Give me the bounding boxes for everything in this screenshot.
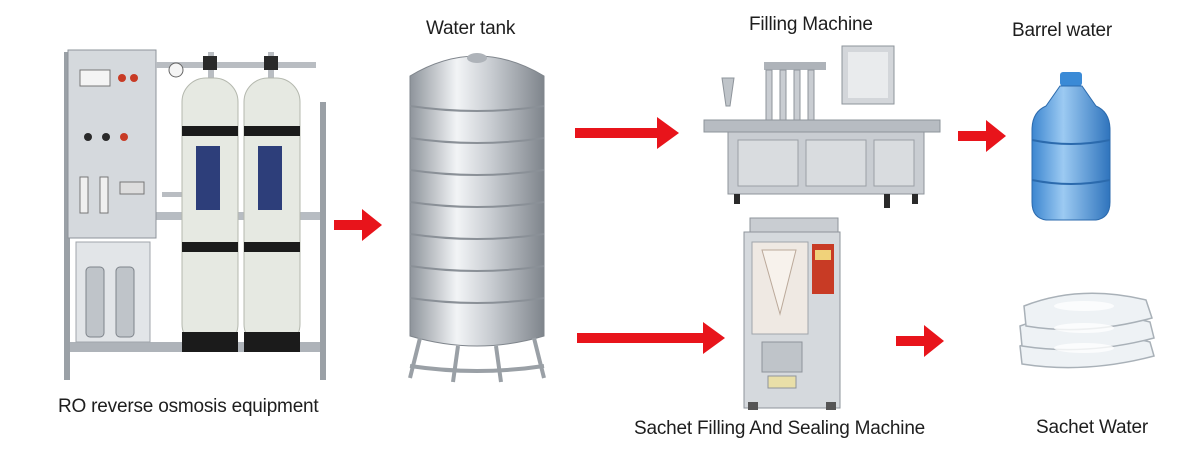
- water-barrel-icon: [1030, 70, 1112, 222]
- water-tank-icon: [398, 46, 556, 386]
- red-arrow-icon: [896, 323, 946, 359]
- red-arrow-icon: [577, 320, 727, 356]
- ro-equipment-label: RO reverse osmosis equipment: [58, 396, 319, 417]
- sachet-machine-label: Sachet Filling And Sealing Machine: [634, 418, 926, 439]
- red-arrow-icon: [334, 207, 384, 243]
- sachet-water-label: Sachet Water: [1036, 417, 1148, 438]
- red-arrow-icon: [575, 115, 681, 151]
- barrel-water-label: Barrel water: [1012, 20, 1113, 41]
- sachet-machine-icon: [734, 214, 846, 410]
- ro-equipment-icon: [58, 42, 330, 382]
- red-arrow-icon: [958, 118, 1008, 154]
- filling-machine-label: Filling Machine: [749, 14, 873, 35]
- water-tank-label: Water tank: [426, 18, 516, 39]
- sachet-bags-icon: [1010, 284, 1160, 374]
- filling-machine-icon: [694, 40, 944, 212]
